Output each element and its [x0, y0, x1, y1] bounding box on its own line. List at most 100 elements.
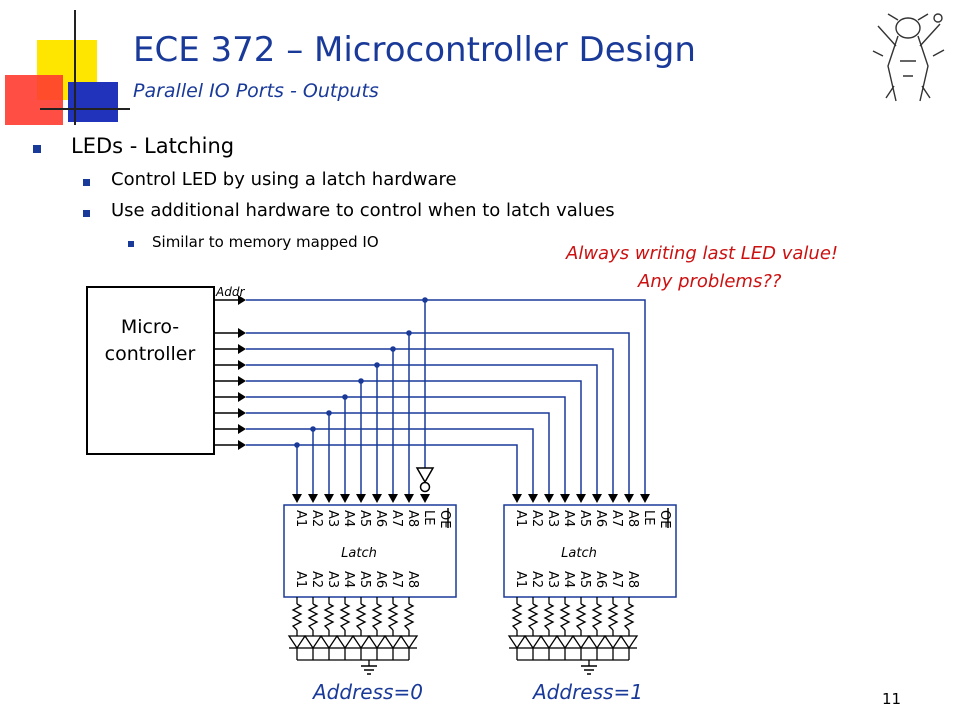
- led-icon: [287, 635, 307, 650]
- data-wire: [246, 364, 598, 494]
- latch-address-1: Address=1: [533, 680, 643, 704]
- latch-top-pin: A2: [529, 510, 544, 527]
- led-icon: [319, 635, 339, 650]
- latch-input-arrow: [560, 494, 570, 503]
- addr-pin-label: Addr: [215, 285, 245, 299]
- data-wire: [246, 348, 614, 494]
- latch-top-pin: A8: [405, 510, 420, 527]
- mcu-pin-arrow: [238, 328, 246, 338]
- latch-bottom-pin: A7: [389, 571, 404, 588]
- annotation-line1: Always writing last LED value!: [566, 243, 839, 264]
- inverter-icon: [415, 467, 435, 484]
- latch-top-pin: A3: [325, 510, 340, 527]
- latch-bottom-pin: A6: [593, 571, 608, 588]
- wire-junction: [406, 330, 412, 336]
- led-icon: [351, 635, 371, 650]
- latch-top-pin: OE: [657, 510, 672, 528]
- led-icon: [303, 635, 323, 650]
- latch-top-pin: LE: [641, 510, 656, 525]
- bullet-text: Use additional hardware to control when …: [111, 200, 615, 221]
- mcu-pin-arrow: [238, 344, 246, 354]
- latch-top-pin: A4: [561, 510, 576, 527]
- mcu-pin-arrow: [238, 392, 246, 402]
- bullet-marker: [128, 241, 134, 247]
- latch-bottom-pin: A1: [293, 571, 308, 588]
- latch-input-arrow: [388, 494, 398, 503]
- bullet-level2: Control LED by using a latch hardware: [83, 169, 457, 190]
- led-icon: [523, 635, 543, 650]
- latch-bottom-pin: A6: [373, 571, 388, 588]
- led-icon: [603, 635, 623, 650]
- latch-label: Latch: [341, 546, 377, 561]
- resistor: [307, 603, 319, 631]
- latch-top-pin: A3: [545, 510, 560, 527]
- bullet-level3: Similar to memory mapped IO: [128, 233, 379, 251]
- latch-input-arrow: [528, 494, 538, 503]
- latch-input-arrow: [356, 494, 366, 503]
- microcontroller-box: [86, 286, 215, 455]
- bullet-text: Control LED by using a latch hardware: [111, 169, 457, 190]
- latch-top-pin: A1: [293, 510, 308, 527]
- inverter-bubble: [419, 481, 431, 493]
- latch-top-pin: OE: [437, 510, 452, 528]
- microcontroller-label: controller: [105, 343, 196, 365]
- wire-junction: [310, 426, 316, 432]
- latch-input-arrow: [372, 494, 382, 503]
- bullet-marker: [83, 179, 90, 186]
- led-icon: [367, 635, 387, 650]
- led-icon: [383, 635, 403, 650]
- latch-input-arrow: [624, 494, 634, 503]
- resistor: [511, 603, 523, 631]
- annotation-line2: Any problems??: [638, 271, 782, 292]
- latch-box: [503, 504, 677, 598]
- mcu-pin-arrow: [238, 376, 246, 386]
- latch-top-pin: A2: [309, 510, 324, 527]
- wire-junction: [390, 346, 396, 352]
- latch-top-pin: A5: [357, 510, 372, 527]
- bullet-text: LEDs - Latching: [71, 134, 235, 158]
- bullet-text: Similar to memory mapped IO: [152, 233, 379, 251]
- slide-subtitle: Parallel IO Ports - Outputs: [133, 80, 379, 102]
- mcu-pin-arrow: [238, 360, 246, 370]
- latch-input-arrow: [420, 494, 430, 503]
- latch-bottom-pin: A2: [529, 571, 544, 588]
- resistor: [339, 603, 351, 631]
- wire-junction: [342, 394, 348, 400]
- latch-bottom-pin: A3: [325, 571, 340, 588]
- bullet-marker: [83, 210, 90, 217]
- corner-line-v: [74, 10, 76, 125]
- data-wire: [246, 380, 582, 494]
- data-wire: [246, 428, 534, 494]
- latch-input-arrow: [512, 494, 522, 503]
- resistor: [371, 603, 383, 631]
- resistor: [387, 603, 399, 631]
- led-icon: [507, 635, 527, 650]
- latch-top-pin: A7: [389, 510, 404, 527]
- wire-junction: [374, 362, 380, 368]
- led-icon: [539, 635, 559, 650]
- latch-top-pin: A6: [593, 510, 608, 527]
- latch-input-arrow: [340, 494, 350, 503]
- corner-line-h: [40, 108, 130, 110]
- led-icon: [399, 635, 419, 650]
- wire-junction: [294, 442, 300, 448]
- wire-junction: [326, 410, 332, 416]
- latch-input-arrow: [640, 494, 650, 503]
- data-wire: [246, 444, 518, 494]
- resistor: [323, 603, 335, 631]
- resistor: [527, 603, 539, 631]
- bullet-level2: Use additional hardware to control when …: [83, 200, 615, 221]
- latch-bottom-pin: A4: [341, 571, 356, 588]
- resistor: [575, 603, 587, 631]
- mcu-pin-arrow: [238, 408, 246, 418]
- latch-bottom-pin: A4: [561, 571, 576, 588]
- latch-bottom-pin: A5: [357, 571, 372, 588]
- bullet-level1: LEDs - Latching: [33, 134, 234, 158]
- latch-input-arrow: [404, 494, 414, 503]
- latch-bottom-pin: A5: [577, 571, 592, 588]
- slide-title: ECE 372 – Microcontroller Design: [133, 30, 696, 70]
- mcu-pin-arrow: [238, 295, 246, 305]
- latch-address-0: Address=0: [313, 680, 423, 704]
- latch-top-pin: A8: [625, 510, 640, 527]
